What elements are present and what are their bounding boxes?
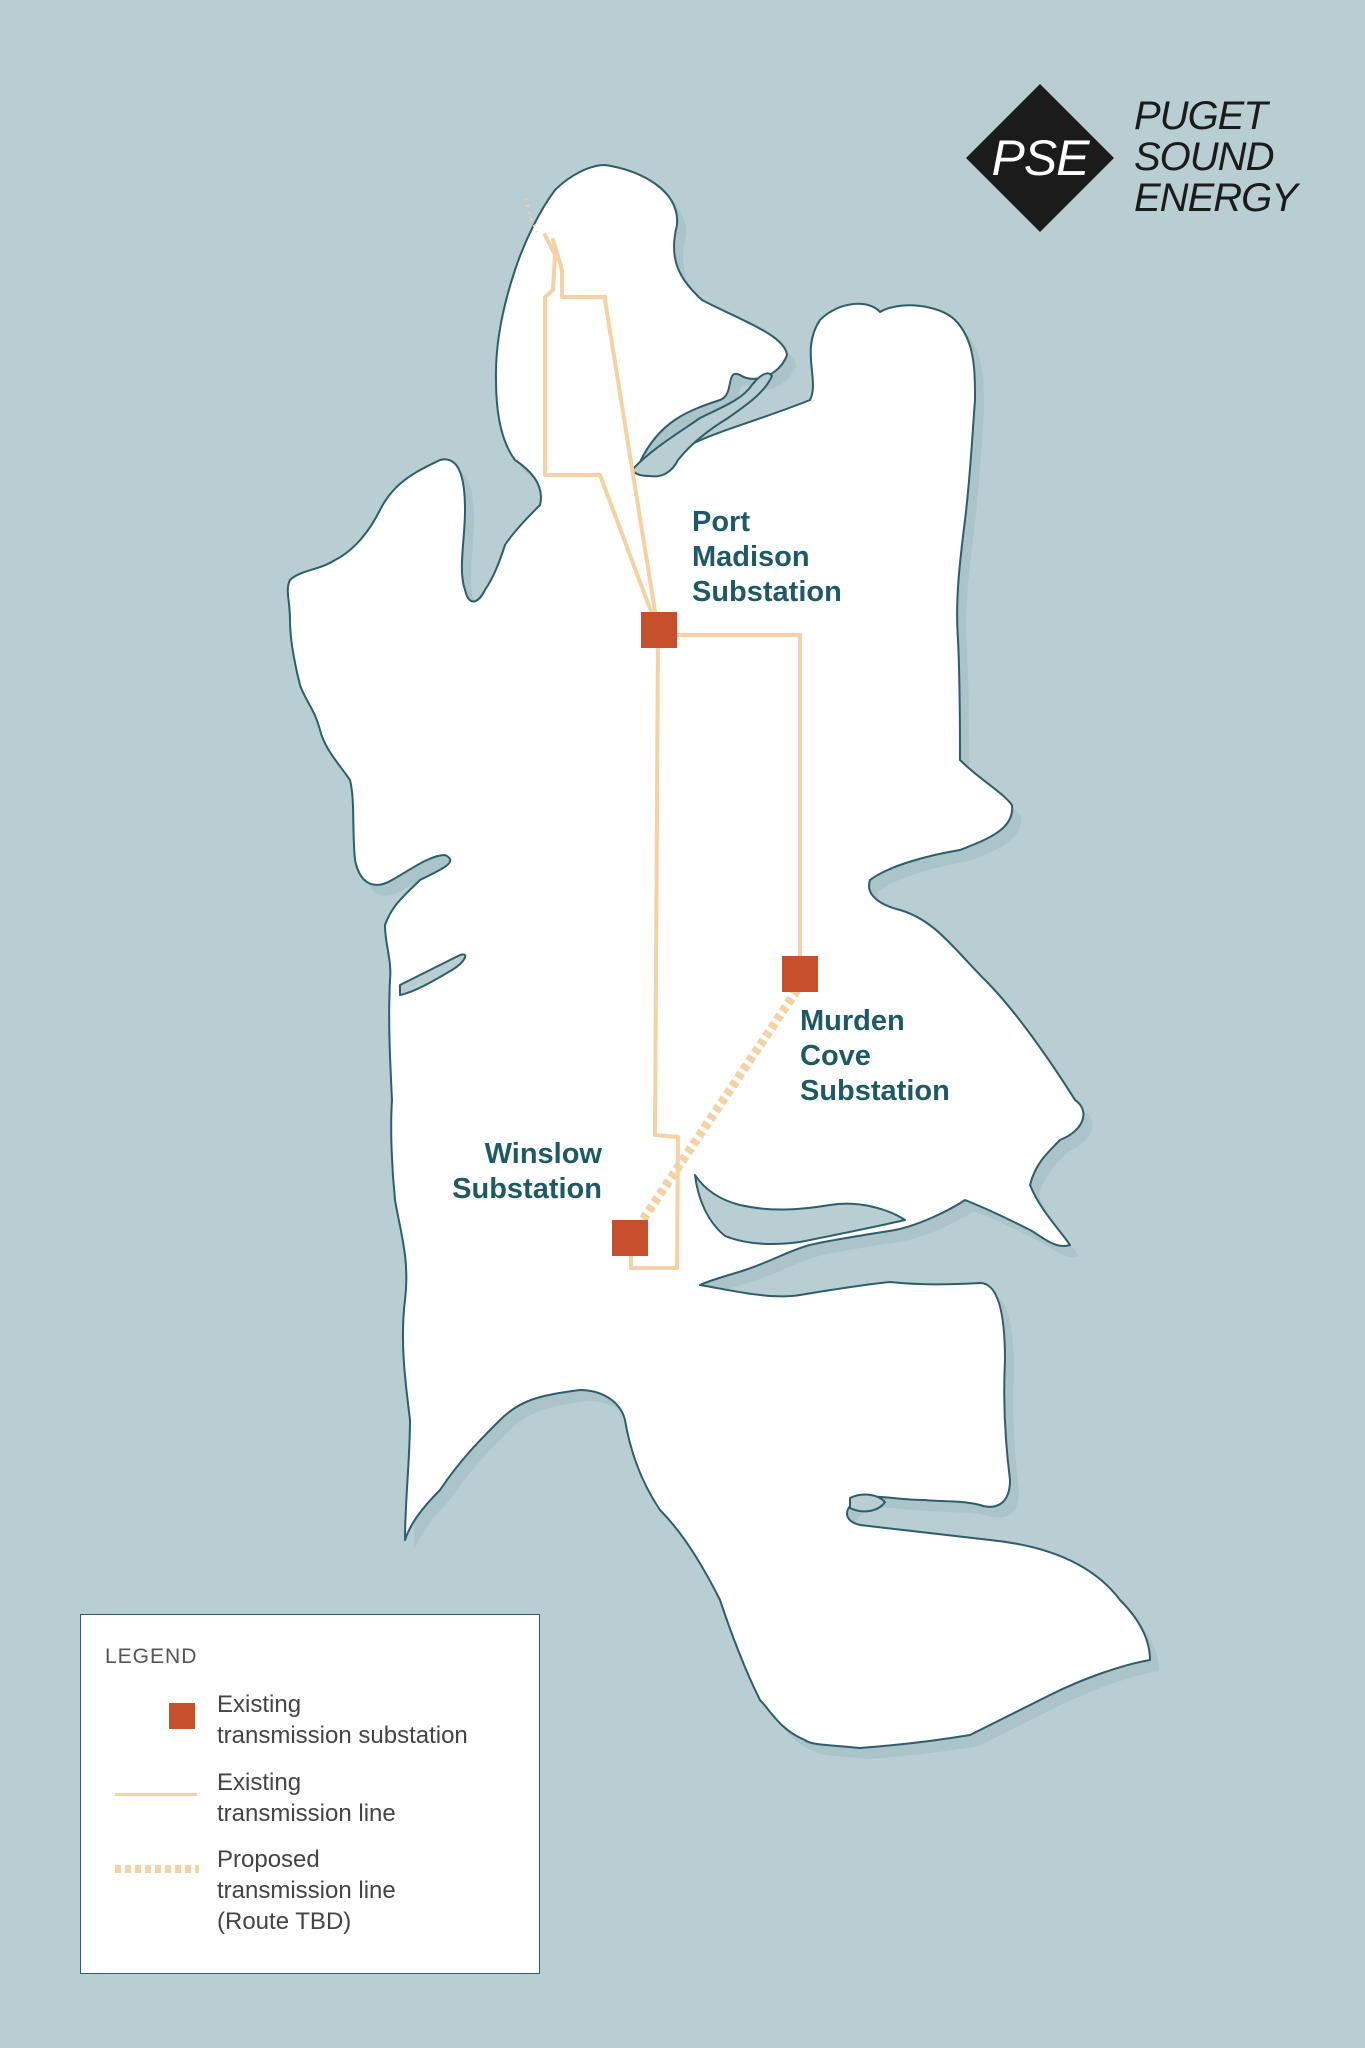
label-line: Cove bbox=[800, 1040, 871, 1072]
substation-winslow bbox=[612, 1220, 648, 1256]
western-cove bbox=[399, 953, 467, 996]
logo-diamond-icon bbox=[966, 84, 1114, 232]
label-line: Madison bbox=[692, 541, 810, 573]
label-winslow-substation: Winslow Substation bbox=[400, 1137, 602, 1207]
existing-transmission-line-madison-to-murden bbox=[656, 633, 802, 977]
wordmark-line: PUGET bbox=[1134, 94, 1268, 138]
legend-label-line: Existing bbox=[217, 1691, 302, 1718]
wordmark-line: SOUND bbox=[1134, 135, 1274, 179]
dotted-line-icon bbox=[115, 1865, 199, 1873]
island-outline bbox=[286, 164, 1151, 1749]
label-line: Port bbox=[692, 506, 750, 538]
eagle-harbor bbox=[694, 1174, 906, 1245]
legend-item-label: Existing transmission substation bbox=[217, 1689, 468, 1751]
legend-item-label: Proposed transmission line (Route TBD) bbox=[217, 1844, 396, 1937]
substation-murden-cove bbox=[782, 956, 818, 992]
solid-line-icon bbox=[115, 1793, 197, 1796]
wordmark-line: ENERGY bbox=[1134, 176, 1298, 220]
legend-label-line: Existing bbox=[217, 1769, 302, 1796]
proposed-transmission-line-north-stub bbox=[524, 197, 539, 233]
southern-inlet bbox=[849, 1493, 886, 1513]
legend-box: LEGEND Existing transmission substation … bbox=[80, 1614, 540, 1974]
logo-mark: PSE bbox=[991, 130, 1089, 186]
pse-logo: PSE PUGET SOUND ENERGY bbox=[962, 80, 1298, 240]
legend-item-label: Existing transmission line bbox=[217, 1767, 396, 1829]
proposed-transmission-line bbox=[636, 987, 801, 1227]
existing-transmission-line-north-loop bbox=[543, 233, 660, 632]
logo-wordmark: PUGET SOUND ENERGY bbox=[1134, 94, 1298, 220]
substation-square-icon bbox=[169, 1703, 195, 1729]
legend-label-line: (Route TBD) bbox=[217, 1908, 352, 1935]
legend-label-line: transmission line bbox=[217, 1877, 396, 1904]
label-line: Winslow bbox=[484, 1138, 602, 1170]
label-line: Substation bbox=[692, 576, 842, 608]
existing-transmission-line-madison-to-winslow bbox=[629, 633, 680, 1270]
legend-label-line: Proposed bbox=[217, 1846, 320, 1873]
label-line: Substation bbox=[800, 1075, 950, 1107]
label-port-madison-substation: Port Madison Substation bbox=[692, 505, 842, 610]
label-line: Substation bbox=[452, 1173, 602, 1205]
legend-label-line: transmission line bbox=[217, 1800, 396, 1827]
northern-bay bbox=[631, 372, 773, 478]
legend-title: LEGEND bbox=[105, 1645, 198, 1668]
label-murden-cove-substation: Murden Cove Substation bbox=[800, 1004, 950, 1109]
substation-port-madison bbox=[641, 612, 677, 648]
legend-label-line: transmission substation bbox=[217, 1722, 468, 1749]
label-line: Murden bbox=[800, 1005, 905, 1037]
